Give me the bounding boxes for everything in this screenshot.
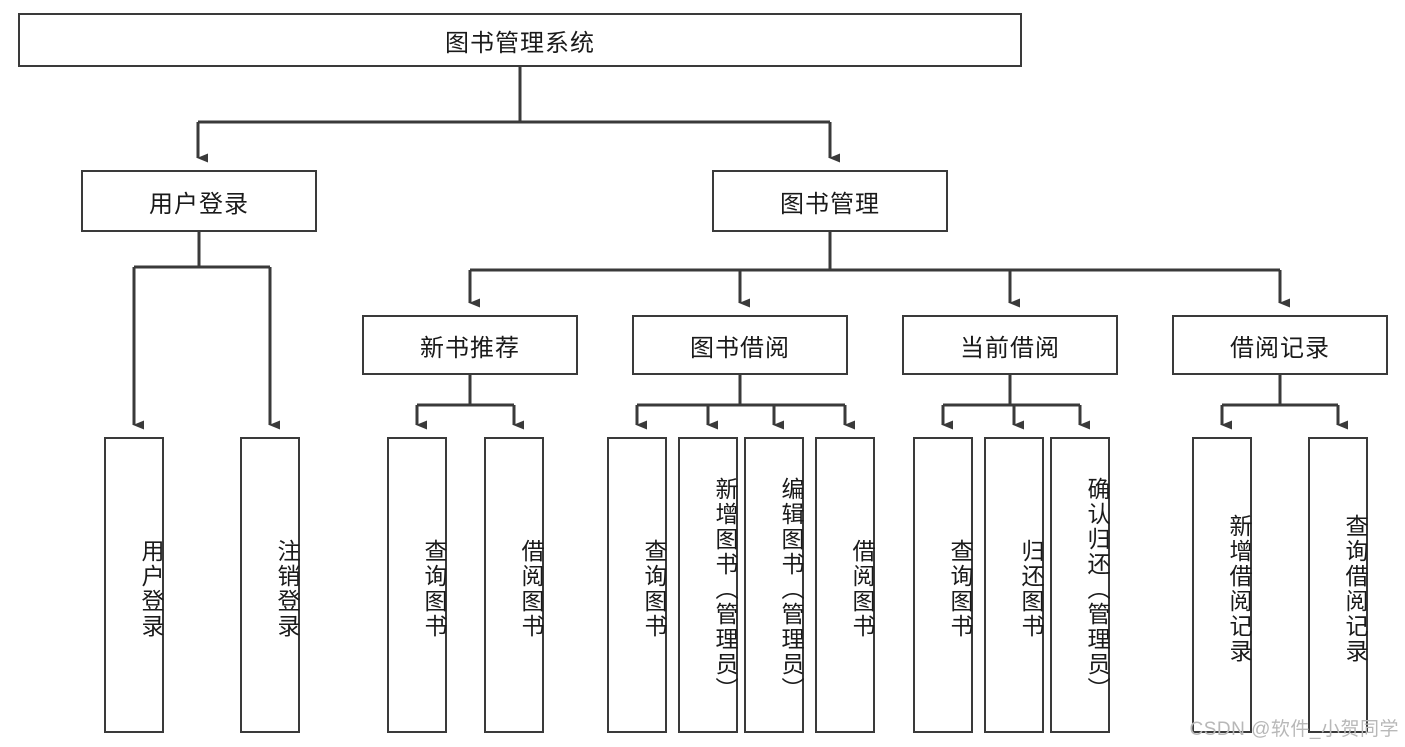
node-book-management-label: 图书管理 [780,190,880,218]
node-new-book-recommend-label: 新书推荐 [420,334,520,362]
leaf-add-borrow-record[interactable]: 新增借阅记录 [1192,437,1252,733]
leaf-query-book-borrow-label: 查询图书 [641,539,667,639]
leaf-add-borrow-record-label: 新增借阅记录 [1226,514,1252,664]
leaf-return-book-label: 归还图书 [1018,539,1044,639]
leaf-edit-book-admin-label: 编辑图书（管理员） [778,476,804,702]
leaf-query-book-current[interactable]: 查询图书 [913,437,973,733]
node-borrow-record-label: 借阅记录 [1230,334,1330,362]
node-current-borrow-label: 当前借阅 [960,334,1060,362]
node-current-borrow[interactable]: 当前借阅 [902,315,1118,375]
node-book-borrow[interactable]: 图书借阅 [632,315,848,375]
leaf-return-book[interactable]: 归还图书 [984,437,1044,733]
leaf-query-book-current-label: 查询图书 [947,539,973,639]
node-root-label: 图书管理系统 [445,29,595,57]
leaf-query-book-newbook[interactable]: 查询图书 [387,437,447,733]
node-new-book-recommend[interactable]: 新书推荐 [362,315,578,375]
leaf-add-book-admin[interactable]: 新增图书（管理员） [678,437,738,733]
leaf-borrow-book[interactable]: 借阅图书 [815,437,875,733]
leaf-borrow-book-newbook[interactable]: 借阅图书 [484,437,544,733]
node-user-login[interactable]: 用户登录 [81,170,317,232]
leaf-edit-book-admin[interactable]: 编辑图书（管理员） [744,437,804,733]
node-book-borrow-label: 图书借阅 [690,334,790,362]
leaf-user-login[interactable]: 用户登录 [104,437,164,733]
leaf-add-book-admin-label: 新增图书（管理员） [712,476,738,702]
leaf-logout-label: 注销登录 [274,539,300,639]
leaf-query-book-newbook-label: 查询图书 [421,539,447,639]
leaf-borrow-book-label: 借阅图书 [849,539,875,639]
leaf-user-login-label: 用户登录 [138,539,164,639]
node-borrow-record[interactable]: 借阅记录 [1172,315,1388,375]
node-book-management[interactable]: 图书管理 [712,170,948,232]
leaf-query-borrow-record[interactable]: 查询借阅记录 [1308,437,1368,733]
leaf-borrow-book-newbook-label: 借阅图书 [518,539,544,639]
leaf-confirm-return-admin-label: 确认归还（管理员） [1084,476,1110,702]
leaf-confirm-return-admin[interactable]: 确认归还（管理员） [1050,437,1110,733]
node-root[interactable]: 图书管理系统 [18,13,1022,67]
leaf-logout[interactable]: 注销登录 [240,437,300,733]
leaf-query-borrow-record-label: 查询借阅记录 [1342,514,1368,664]
node-user-login-label: 用户登录 [149,190,249,218]
leaf-query-book-borrow[interactable]: 查询图书 [607,437,667,733]
